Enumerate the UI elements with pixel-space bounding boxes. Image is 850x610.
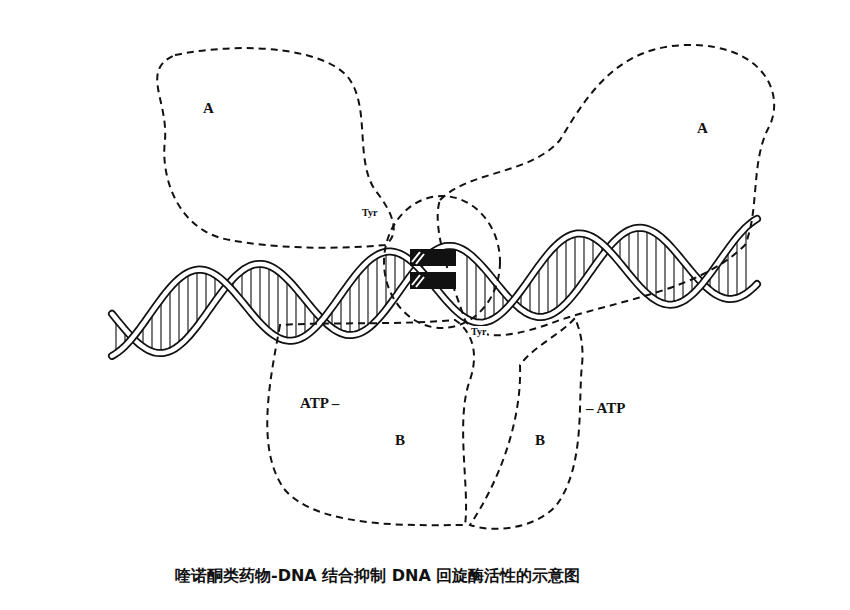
subunit-outline	[425, 36, 795, 354]
subunit-outline	[145, 40, 410, 255]
enzyme-subunit: A	[145, 40, 410, 255]
residue-label: Tyr	[361, 207, 378, 218]
subunit-label: B	[395, 432, 405, 449]
enzyme-subunit: B – ATP	[460, 305, 650, 540]
enzyme-subunit: ATP – B	[250, 310, 480, 535]
residue-label: Tyr	[470, 326, 487, 337]
binding-site-outline	[384, 196, 500, 328]
enzyme-subunit: A	[425, 36, 795, 354]
subunit-label: A	[697, 120, 708, 137]
drug-complex	[410, 249, 456, 289]
subunit-label: B	[535, 432, 545, 449]
subunit-outline	[460, 305, 650, 540]
subunit-outline	[250, 310, 480, 535]
subunit-label: A	[203, 100, 214, 117]
subunit-label: ATP –	[300, 395, 339, 412]
dna-helix	[112, 219, 757, 356]
subunit-label: – ATP	[586, 400, 625, 417]
figure-caption: 喹诺酮类药物-DNA 结合抑制 DNA 回旋酶活性的示意图	[175, 566, 580, 587]
